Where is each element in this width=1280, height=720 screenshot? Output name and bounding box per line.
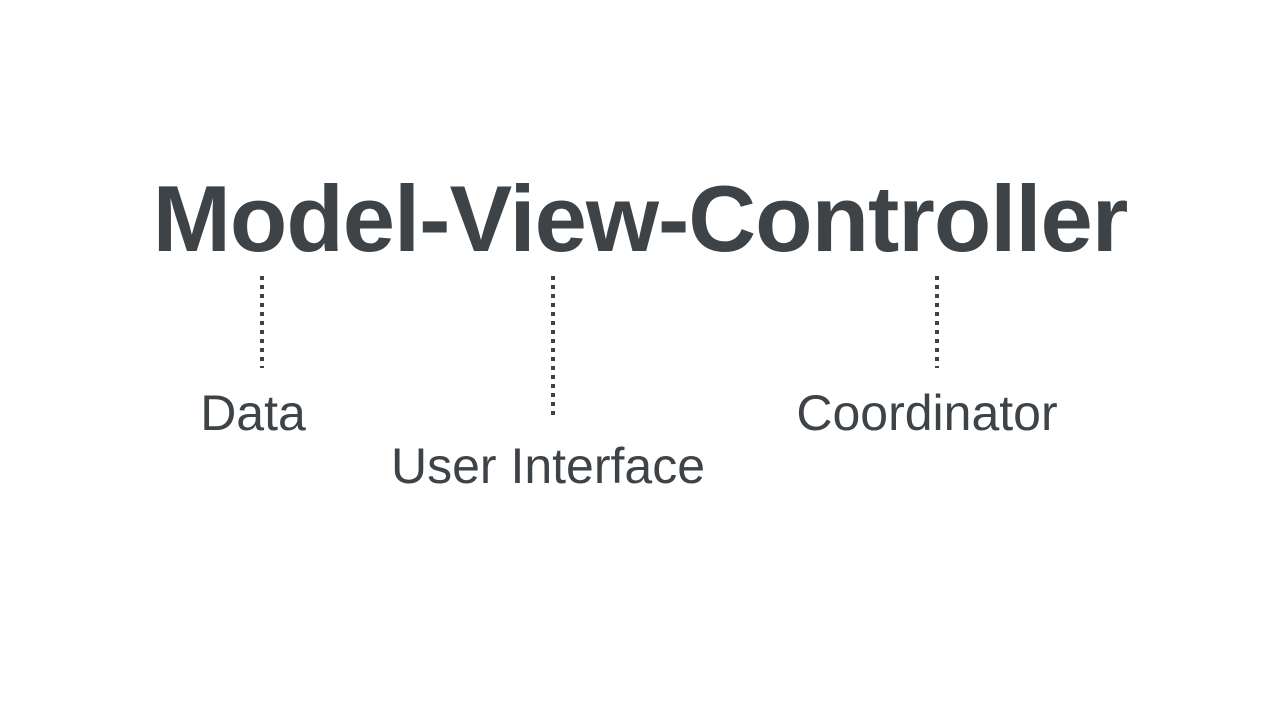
connector-model-to-data-dotted-line xyxy=(260,276,264,368)
diagram-title: Model-View-Controller xyxy=(152,166,1129,271)
label-coordinator: Coordinator xyxy=(796,385,1058,441)
connector-controller-to-coordinator-dotted-line xyxy=(935,276,939,368)
label-data: Data xyxy=(200,385,306,441)
connector-view-to-user-interface-dotted-line xyxy=(551,276,555,417)
label-user-interface: User Interface xyxy=(390,438,706,494)
